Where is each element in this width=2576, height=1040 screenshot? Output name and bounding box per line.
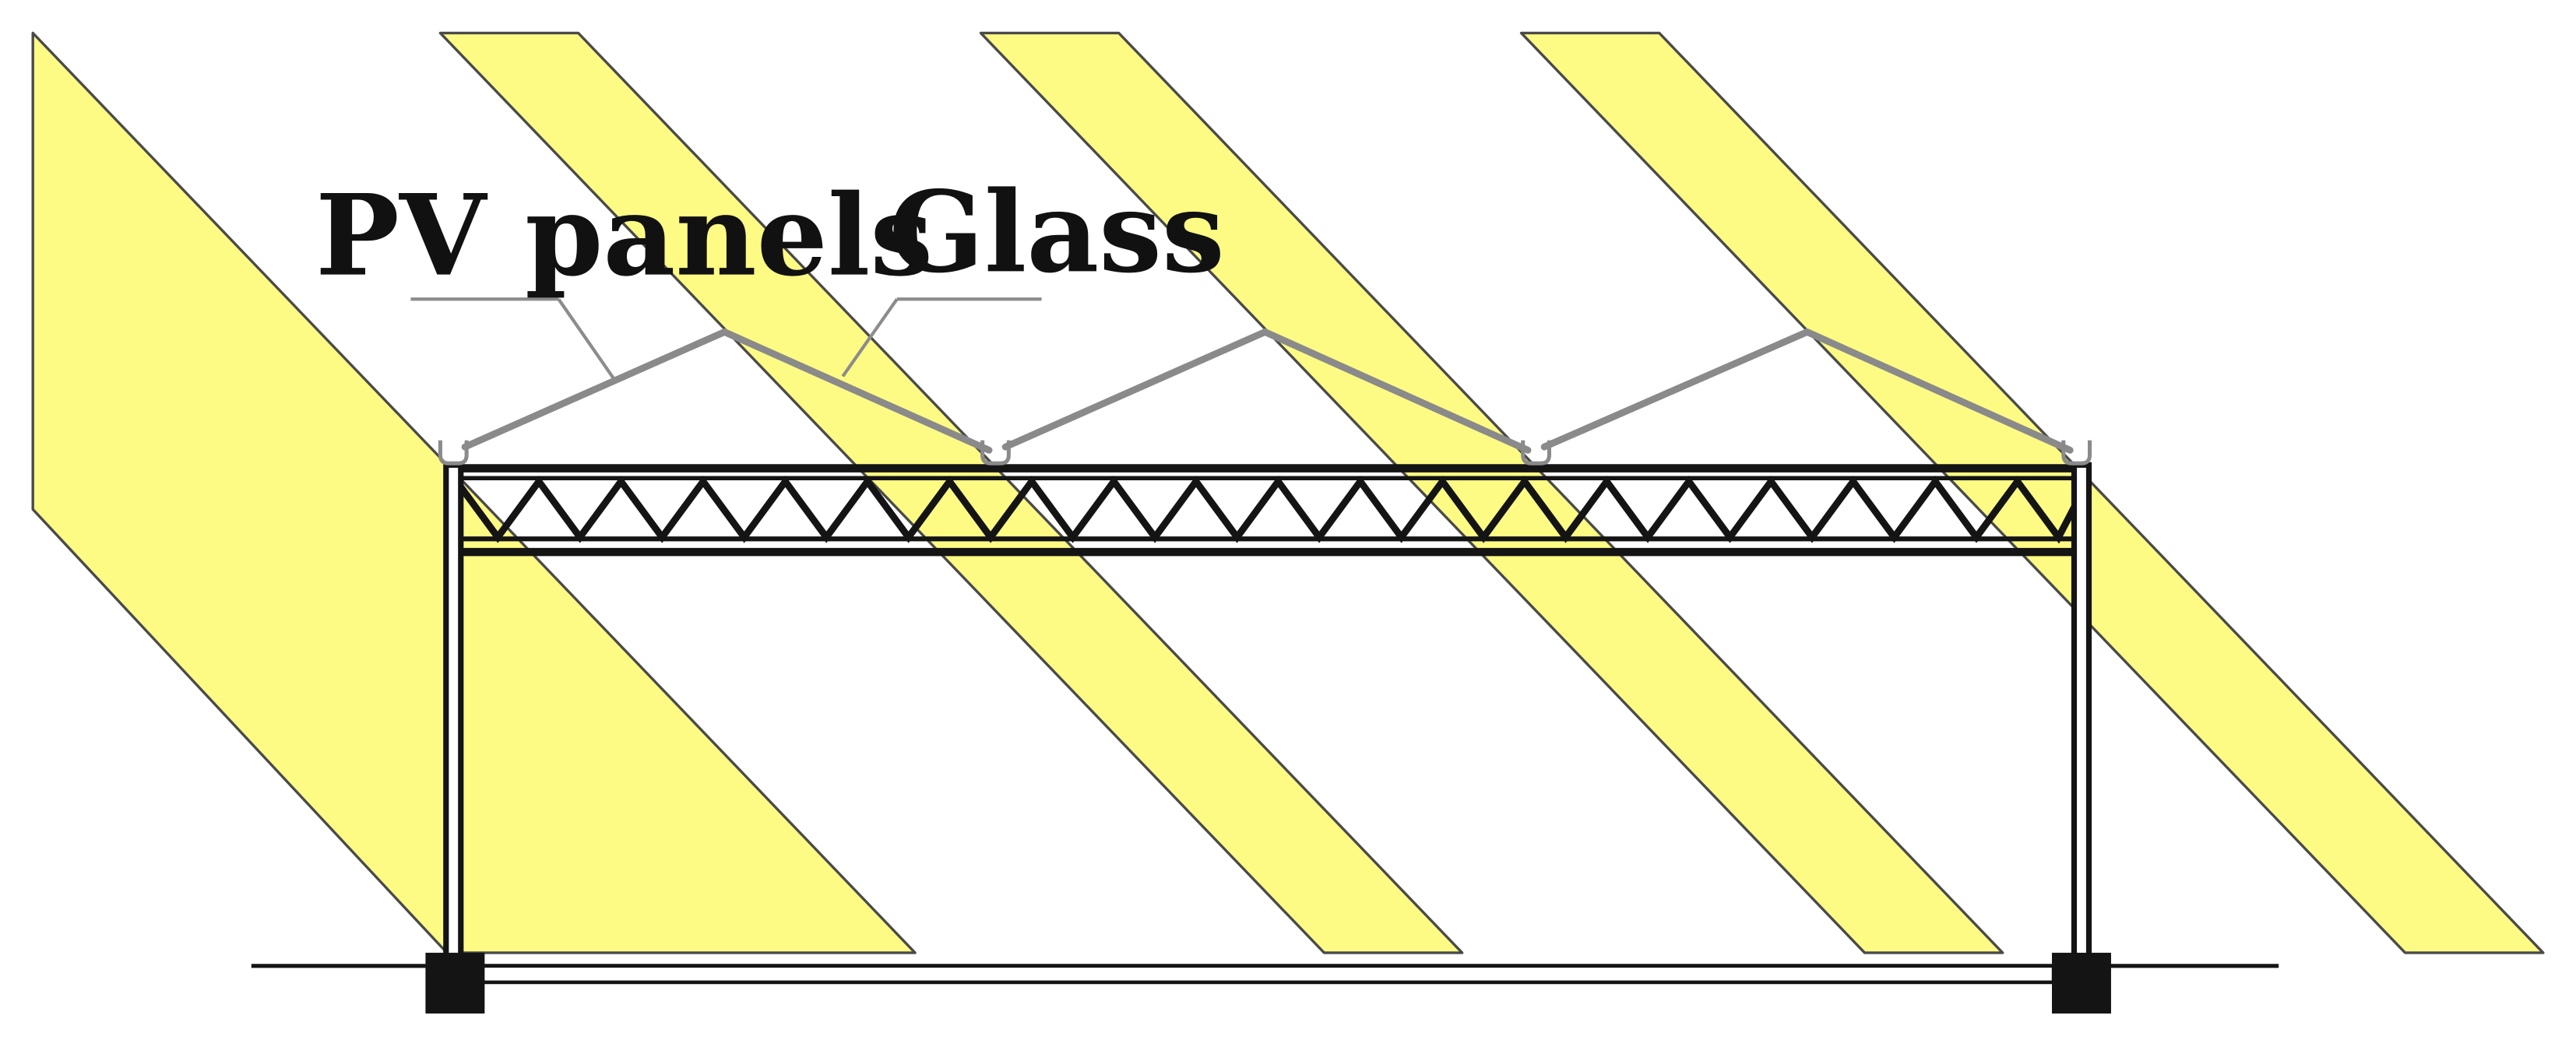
pv-panel-2 bbox=[1001, 329, 1269, 451]
annotations: PV panels Glass bbox=[315, 166, 1225, 381]
foundations bbox=[425, 952, 2111, 1014]
glass-panel-2 bbox=[1262, 329, 1532, 454]
ground bbox=[251, 964, 2279, 985]
gutters bbox=[438, 440, 2092, 466]
left-foundation bbox=[425, 952, 485, 1014]
sunlight-bands bbox=[31, 31, 2545, 954]
roof-truss bbox=[446, 464, 2087, 557]
roof-panels bbox=[461, 329, 2074, 454]
glass-label: Glass bbox=[889, 166, 1224, 297]
pv-panel-1 bbox=[461, 329, 728, 451]
gutter-icon bbox=[2061, 440, 2092, 466]
sunlight-band-3 bbox=[979, 31, 2004, 954]
truss-web bbox=[453, 475, 2080, 544]
pv-panels-label: PV panels bbox=[315, 170, 933, 301]
gutter-icon bbox=[1521, 440, 1551, 466]
gutter-icon bbox=[980, 440, 1011, 466]
right-column bbox=[2071, 462, 2092, 961]
pv-leader-line bbox=[557, 298, 616, 381]
pv-panel-3 bbox=[1540, 329, 1811, 451]
glass-panel-3 bbox=[1804, 329, 2074, 454]
glass-leader-line bbox=[841, 298, 899, 378]
sunlight-band-4 bbox=[1519, 31, 2545, 954]
floor-slab bbox=[455, 964, 2056, 985]
glass-panel-1 bbox=[720, 329, 993, 454]
right-foundation bbox=[2052, 952, 2111, 1014]
gutter-icon bbox=[438, 440, 469, 466]
left-column bbox=[443, 462, 464, 961]
sunlight-band-2 bbox=[438, 31, 1464, 954]
